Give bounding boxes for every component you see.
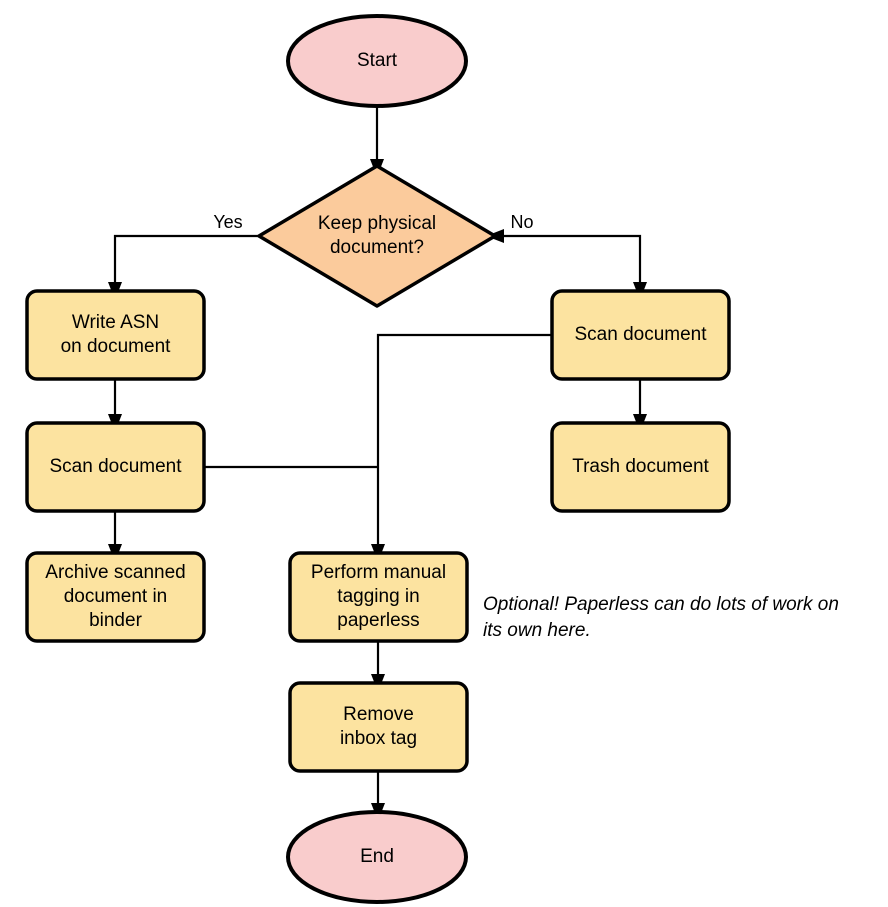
process-shape[interactable] bbox=[25, 421, 206, 513]
node-keep-physical-document[interactable]: Keep physical document? bbox=[257, 164, 497, 308]
edge-label-yes: Yes bbox=[213, 212, 242, 232]
node-label-line: Remove bbox=[343, 704, 414, 725]
node-write-asn-on-document[interactable]: Write ASN on document bbox=[25, 289, 206, 381]
node-label-line: Keep physical bbox=[318, 213, 436, 234]
process-shape[interactable] bbox=[288, 551, 469, 643]
node-label-line: inbox tag bbox=[340, 728, 417, 749]
annotation-line: its own here. bbox=[483, 620, 591, 641]
terminator-shape[interactable] bbox=[286, 810, 468, 904]
node-label-line: document? bbox=[330, 237, 424, 258]
process-shape[interactable] bbox=[25, 289, 206, 381]
terminator-shape[interactable] bbox=[286, 14, 468, 108]
node-label-line: Archive scanned bbox=[45, 562, 185, 583]
node-label-line: on document bbox=[61, 336, 172, 357]
edge-path bbox=[113, 234, 259, 283]
node-remove-inbox-tag[interactable]: Remove inbox tag bbox=[288, 681, 469, 773]
node-label-line: Scan document bbox=[49, 456, 182, 477]
annotations-layer: Optional! Paperless can do lots of work … bbox=[483, 594, 839, 641]
node-label-line: paperless bbox=[337, 610, 419, 631]
node-scan-document-left[interactable]: Scan document bbox=[25, 421, 206, 513]
node-label-line: Write ASN bbox=[72, 312, 159, 333]
process-shape[interactable] bbox=[550, 421, 731, 513]
node-label-line: tagging in bbox=[337, 586, 419, 607]
node-trash-document[interactable]: Trash document bbox=[550, 421, 731, 513]
node-label-line: binder bbox=[89, 610, 142, 631]
process-shape[interactable] bbox=[25, 551, 206, 643]
node-label-line: Trash document bbox=[572, 456, 709, 477]
decision-shape[interactable] bbox=[257, 164, 497, 308]
node-scan-document-right[interactable]: Scan document bbox=[550, 289, 731, 381]
annotation-optional-note: Optional! Paperless can do lots of work … bbox=[483, 594, 839, 641]
edge-label-no: No bbox=[510, 212, 533, 232]
node-label-line: Scan document bbox=[574, 324, 707, 345]
node-label-line: End bbox=[360, 846, 394, 867]
annotation-line: Optional! Paperless can do lots of work … bbox=[483, 594, 839, 615]
node-label-line: Start bbox=[357, 50, 398, 71]
node-end[interactable]: End bbox=[286, 810, 468, 904]
node-label-line: document in bbox=[64, 586, 168, 607]
edge-path bbox=[495, 234, 642, 283]
edge-decision-yes-to-write-asn: Yes bbox=[108, 212, 259, 300]
process-shape[interactable] bbox=[550, 289, 731, 381]
process-shape[interactable] bbox=[288, 681, 469, 773]
edge-path bbox=[376, 333, 552, 545]
node-archive-scanned-document-in-binder[interactable]: Archive scanned document in binder bbox=[25, 551, 206, 643]
node-perform-manual-tagging-in-paperless[interactable]: Perform manual tagging in paperless bbox=[288, 551, 469, 643]
edge-decision-no-to-scan-document-right: No bbox=[486, 212, 647, 300]
node-start[interactable]: Start bbox=[286, 14, 468, 108]
node-label-line: Perform manual bbox=[311, 562, 446, 583]
edge-scan-document-right-to-manual-tagging bbox=[371, 333, 552, 562]
